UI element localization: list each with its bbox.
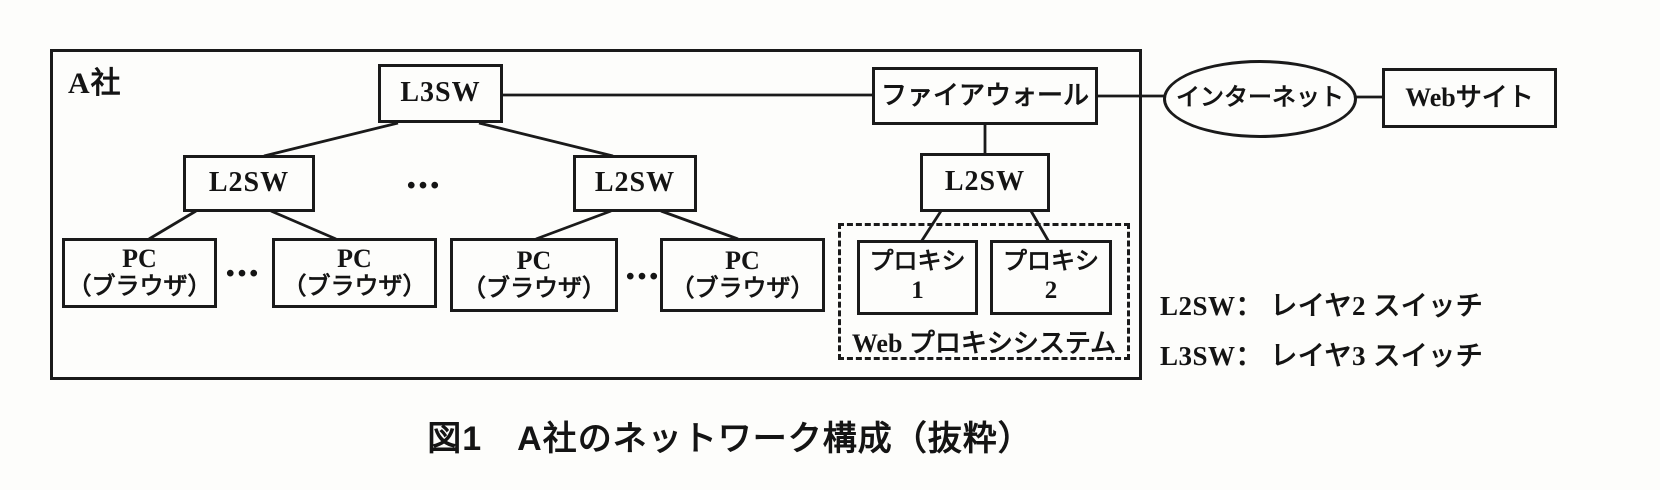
node-proxy-2: プロキシ 2 [990, 240, 1112, 315]
internet-label: インターネット [1176, 85, 1344, 112]
link-l2swmid-pc3 [535, 209, 612, 241]
web-proxy-system-box [838, 223, 1130, 360]
l2sw-left-label: L2SW [208, 167, 290, 199]
proxy-2-name: プロキシ [1003, 249, 1099, 276]
proxy-1-name: プロキシ [869, 249, 966, 276]
pc-1-sub: （ブラウザ） [67, 274, 212, 301]
node-pc-3: PC （ブラウザ） [450, 238, 618, 312]
pc-3-name: PC [516, 246, 552, 276]
link-l2swleft-pc2 [270, 209, 337, 241]
pc-row-ellipsis-1: … [224, 243, 262, 285]
link-l2swleft-pc1 [148, 209, 197, 241]
legend-l3sw: L3SW： レイヤ3 スイッチ [1160, 341, 1484, 371]
node-l2sw-mid: L2SW [573, 155, 697, 212]
node-l3sw: L3SW [378, 64, 503, 123]
node-firewall: ファイアウォール [872, 67, 1098, 125]
l2sw-proxy-label: L2SW [944, 166, 1026, 198]
link-l2swproxy-proxy2 [1029, 210, 1051, 243]
l3sw-label: L3SW [400, 77, 481, 109]
website-label: Webサイト [1405, 83, 1534, 113]
pc-3-sub: （ブラウザ） [462, 276, 606, 303]
node-l2sw-proxy: L2SW [920, 153, 1050, 212]
node-proxy-1: プロキシ 1 [857, 240, 978, 315]
node-pc-2: PC （ブラウザ） [272, 238, 437, 308]
pc-1-name: PC [122, 244, 157, 274]
pc-4-sub: （ブラウザ） [670, 276, 815, 303]
pc-row-ellipsis-2: … [624, 246, 662, 288]
web-proxy-system-label: Web プロキシシステム [851, 329, 1117, 358]
legend-l2sw: L2SW： レイヤ2 スイッチ [1160, 291, 1484, 321]
pc-2-sub: （ブラウザ） [282, 274, 427, 301]
firewall-label: ファイアウォール [880, 81, 1089, 111]
link-l2swproxy-proxy1 [919, 210, 943, 243]
link-l2swmid-pc4 [660, 209, 739, 241]
pc-2-name: PC [337, 244, 372, 274]
node-pc-4: PC （ブラウザ） [660, 238, 825, 312]
link-l3sw-l2sw-left [263, 121, 399, 158]
l2sw-mid-label: L2SW [594, 167, 676, 199]
link-l3sw-l2sw-mid [478, 121, 614, 158]
company-label: A社 [68, 67, 122, 100]
node-website: Webサイト [1382, 68, 1557, 128]
pc-4-name: PC [725, 246, 760, 276]
node-pc-1: PC （ブラウザ） [62, 238, 217, 308]
proxy-2-number: 2 [1044, 276, 1058, 304]
node-l2sw-left: L2SW [183, 155, 315, 212]
node-internet: インターネット [1163, 60, 1357, 138]
l2sw-row-ellipsis: … [405, 155, 443, 197]
proxy-1-number: 1 [911, 276, 924, 304]
figure-caption: 図1 A社のネットワーク構成（抜粋） [427, 420, 1033, 458]
